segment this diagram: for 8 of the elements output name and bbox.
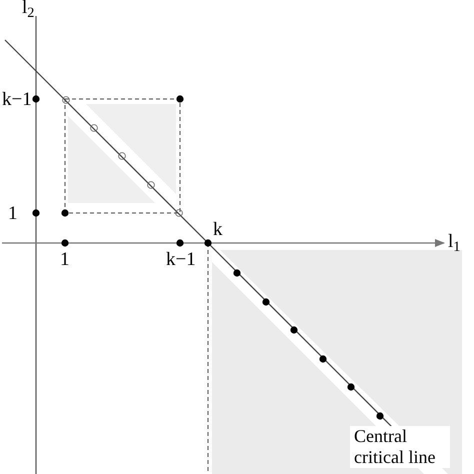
point-label: k <box>213 218 222 242</box>
tick-label: 1 <box>8 202 18 226</box>
axis-label: l$_{1}$ <box>448 230 460 254</box>
tick-label: 1 <box>60 248 70 272</box>
line-label: Central critical line <box>350 426 450 468</box>
tick-label: k−1 <box>2 88 32 112</box>
axis-label: l$_{2}$ <box>22 0 34 20</box>
tick-label: k−1 <box>166 248 196 272</box>
